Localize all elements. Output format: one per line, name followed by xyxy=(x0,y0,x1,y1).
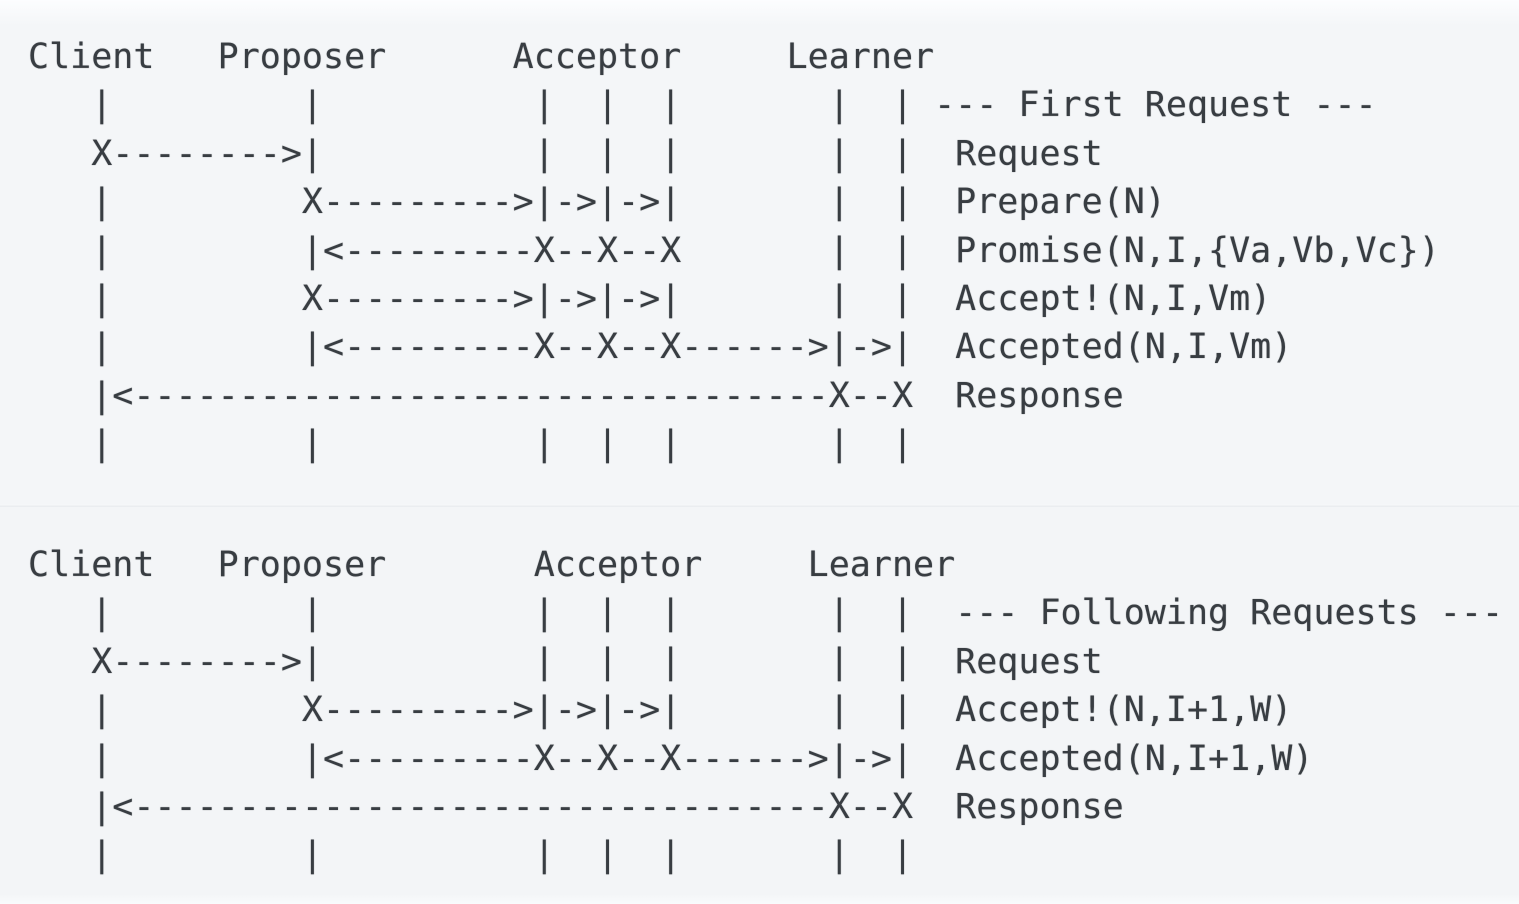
following-requests-panel xyxy=(0,507,1519,904)
following-requests-sequence-diagram: Client Proposer Acceptor Learner | | | |… xyxy=(28,545,1504,876)
first-request-sequence-diagram: Client Proposer Acceptor Learner | | | |… xyxy=(28,37,1440,465)
first-request-panel xyxy=(0,0,1519,505)
panel-divider xyxy=(0,504,1519,507)
